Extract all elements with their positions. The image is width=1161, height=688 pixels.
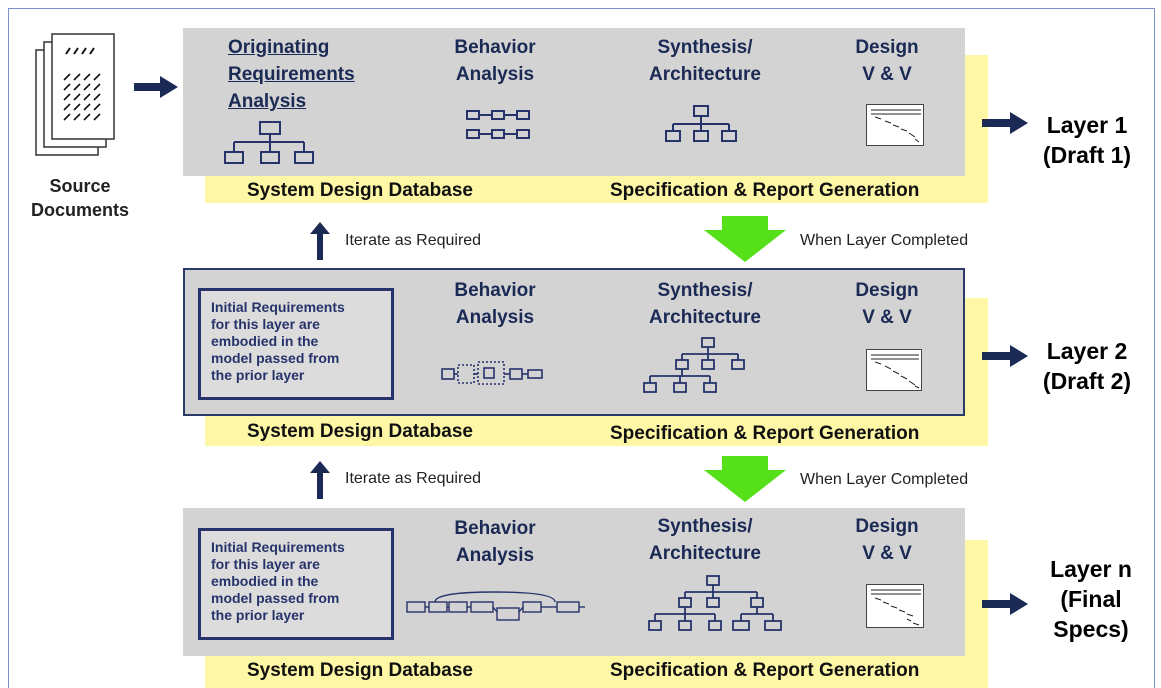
layern-spec-label: Specification & Report Generation <box>610 660 920 681</box>
design-vv-header-n: Design V & V <box>855 516 919 564</box>
behavior-flow-icon-2 <box>441 361 543 385</box>
layer2-note-box: Initial Requirements for this layer are … <box>198 288 394 400</box>
layer2-spec-label: Specification & Report Generation <box>610 423 920 444</box>
vv-matrix-icon <box>866 104 924 146</box>
vv-matrix-icon-n <box>866 584 924 628</box>
originating-requirements-header: Originating Requirements Analysis <box>228 37 355 112</box>
architecture-tree-icon-2 <box>643 337 745 393</box>
iterate-label-2: Iterate as Required <box>345 470 482 487</box>
behavior-analysis-header-2: Behavior Analysis <box>454 280 536 328</box>
layer1-out-arrow-icon <box>982 112 1028 134</box>
architecture-tree-icon-n <box>648 575 782 631</box>
vv-matrix-icon-2 <box>866 349 922 391</box>
layern-note-box: Initial Requirements for this layer are … <box>198 528 394 640</box>
arrow-right-icon <box>134 76 178 98</box>
behavior-analysis-header-n: Behavior Analysis <box>454 518 536 566</box>
architecture-tree-icon <box>665 105 737 142</box>
layer2-label: Layer 2 (Draft 2) <box>1042 338 1132 394</box>
layer1-label: Layer 1 (Draft 1) <box>1042 112 1132 168</box>
completed-label-2: When Layer Completed <box>800 471 969 488</box>
layer2-db-label: System Design Database <box>247 421 473 442</box>
iterate-arrow-up-icon <box>310 222 330 260</box>
diagram-frame <box>8 8 1155 688</box>
design-vv-header: Design V & V <box>855 37 919 85</box>
hierarchy-icon <box>224 121 314 164</box>
design-vv-header-2: Design V & V <box>855 280 919 328</box>
behavior-flow-icon <box>466 110 530 139</box>
layer1-db-label: System Design Database <box>247 180 473 201</box>
completed-green-arrow-icon-2 <box>704 456 786 502</box>
layern-out-arrow-icon <box>982 593 1028 615</box>
source-documents-icon <box>35 33 115 156</box>
synthesis-architecture-header-n: Synthesis/ Architecture <box>649 516 761 564</box>
synthesis-architecture-header: Synthesis/ Architecture <box>649 37 761 85</box>
iterate-label-1: Iterate as Required <box>345 232 482 249</box>
iterate-arrow-up-icon-2 <box>310 461 330 499</box>
layern-label: Layer n (Final Specs) <box>1050 556 1132 642</box>
layer2-out-arrow-icon <box>982 345 1028 367</box>
completed-green-arrow-icon <box>704 216 786 262</box>
behavior-analysis-header: Behavior Analysis <box>454 37 536 85</box>
source-documents-label: Source Documents <box>30 176 129 220</box>
behavior-flow-icon-n <box>406 591 585 621</box>
synthesis-architecture-header-2: Synthesis/ Architecture <box>649 280 761 328</box>
layern-db-label: System Design Database <box>247 660 473 681</box>
completed-label-1: When Layer Completed <box>800 232 969 249</box>
layer1-spec-label: Specification & Report Generation <box>610 180 920 201</box>
